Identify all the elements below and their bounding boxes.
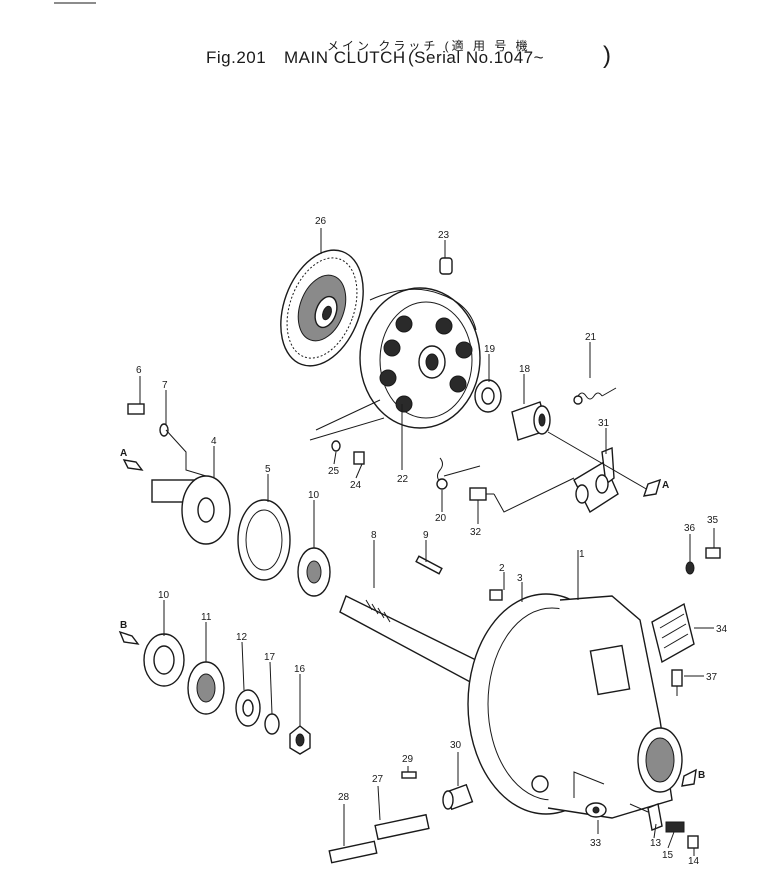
washer-7-drawing	[159, 423, 169, 437]
callout-16: 16	[294, 664, 306, 675]
clutch-disc-drawing	[280, 249, 364, 367]
callout-12: 12	[236, 632, 248, 643]
callout-36: 36	[684, 523, 696, 534]
bushing-30-drawing	[442, 783, 474, 811]
washer-25-drawing	[331, 440, 341, 452]
figure-title: MAIN CLUTCH	[284, 48, 406, 67]
bolt-6-drawing	[127, 403, 145, 415]
view-arrow-a-left	[122, 459, 144, 471]
callout-21: 21	[585, 332, 597, 343]
breather-37-drawing	[671, 669, 683, 696]
callout-9: 9	[423, 530, 429, 541]
washer-36-drawing	[685, 561, 695, 575]
plate-15-drawing	[665, 821, 685, 833]
callout-32: 32	[470, 527, 482, 538]
plug-33-drawing	[585, 802, 607, 818]
callout-31: 31	[598, 418, 610, 429]
callout-3: 3	[517, 573, 523, 584]
callout-numbers: 1 2 3 4 5 6 7 8 9 10 10 11 12 13 14 15 1…	[136, 216, 728, 867]
leader-lines	[139, 228, 715, 856]
figure-number: Fig.201	[206, 48, 267, 67]
callout-37: 37	[706, 672, 718, 683]
release-hub-18-drawing	[511, 401, 551, 441]
view-arrow-a-right	[642, 478, 662, 497]
plate-34-drawing	[651, 602, 695, 664]
view-marker-letters: A A B B	[120, 448, 705, 781]
serial-close-paren: )	[603, 42, 612, 69]
pin-27-drawing	[374, 813, 430, 841]
callout-28: 28	[338, 792, 350, 803]
callout-8: 8	[371, 530, 377, 541]
bolt-24-drawing	[353, 451, 365, 465]
callout-5: 5	[265, 464, 271, 475]
callout-30: 30	[450, 740, 462, 751]
callout-4: 4	[211, 436, 217, 447]
pressure-plate-drawing	[359, 287, 481, 429]
callout-15: 15	[662, 850, 674, 861]
bolt-14-drawing	[687, 835, 699, 849]
collar-12-drawing	[235, 689, 261, 727]
spring-21-drawing	[573, 387, 617, 405]
callout-10-upper: 10	[308, 490, 320, 501]
callout-34: 34	[716, 624, 728, 635]
callout-33: 33	[590, 838, 602, 849]
bearing-10-lower-drawing	[143, 633, 185, 687]
release-lever-31-drawing	[573, 446, 619, 514]
spring-20-drawing	[436, 457, 481, 490]
view-marker-b-right: B	[698, 770, 705, 781]
pin-28-drawing	[328, 840, 378, 864]
callout-6: 6	[136, 365, 142, 376]
callout-23: 23	[438, 230, 450, 241]
pin-23-drawing	[439, 257, 453, 275]
callout-24: 24	[350, 480, 362, 491]
callout-7: 7	[162, 380, 168, 391]
callout-20: 20	[435, 513, 447, 524]
bearing-11-drawing	[187, 661, 225, 715]
callout-17: 17	[264, 652, 276, 663]
callout-14: 14	[688, 856, 700, 867]
shaft-8-drawing	[339, 595, 491, 685]
key-9-drawing	[415, 555, 443, 575]
callout-18: 18	[519, 364, 531, 375]
ring-17-drawing	[264, 713, 280, 735]
callout-27: 27	[372, 774, 384, 785]
callout-22: 22	[397, 474, 409, 485]
title-japanese: メイン クラッチ (適 用 号 機	[327, 39, 531, 53]
callout-26: 26	[315, 216, 327, 227]
callout-1: 1	[579, 549, 585, 560]
callout-29: 29	[402, 754, 414, 765]
drive-flange-4-drawing	[151, 475, 231, 545]
housing-1-drawing	[467, 593, 683, 819]
callout-35: 35	[707, 515, 719, 526]
bearing-10-upper-drawing	[297, 547, 331, 597]
callout-11: 11	[201, 612, 212, 623]
view-arrow-b-right	[681, 768, 697, 787]
view-marker-a-right: A	[662, 480, 669, 491]
view-marker-a-left: A	[120, 448, 127, 459]
callout-25: 25	[328, 466, 340, 477]
view-marker-b-left: B	[120, 620, 127, 631]
callout-2: 2	[499, 563, 505, 574]
callout-13: 13	[650, 838, 662, 849]
gasket-5-drawing	[237, 499, 291, 581]
key-29-drawing	[401, 771, 417, 779]
view-arrow-b-left	[118, 630, 140, 645]
bracket-13-drawing	[647, 803, 663, 831]
nut-16-drawing	[289, 725, 311, 755]
bolt-35-drawing	[705, 547, 721, 559]
bolt-2-drawing	[489, 589, 503, 601]
callout-10-lower: 10	[158, 590, 170, 601]
bearing-19-drawing	[474, 379, 502, 413]
callout-19: 19	[484, 344, 496, 355]
bolt-32-drawing	[469, 487, 494, 501]
serial-range: (Serial No.1047~	[408, 48, 545, 67]
